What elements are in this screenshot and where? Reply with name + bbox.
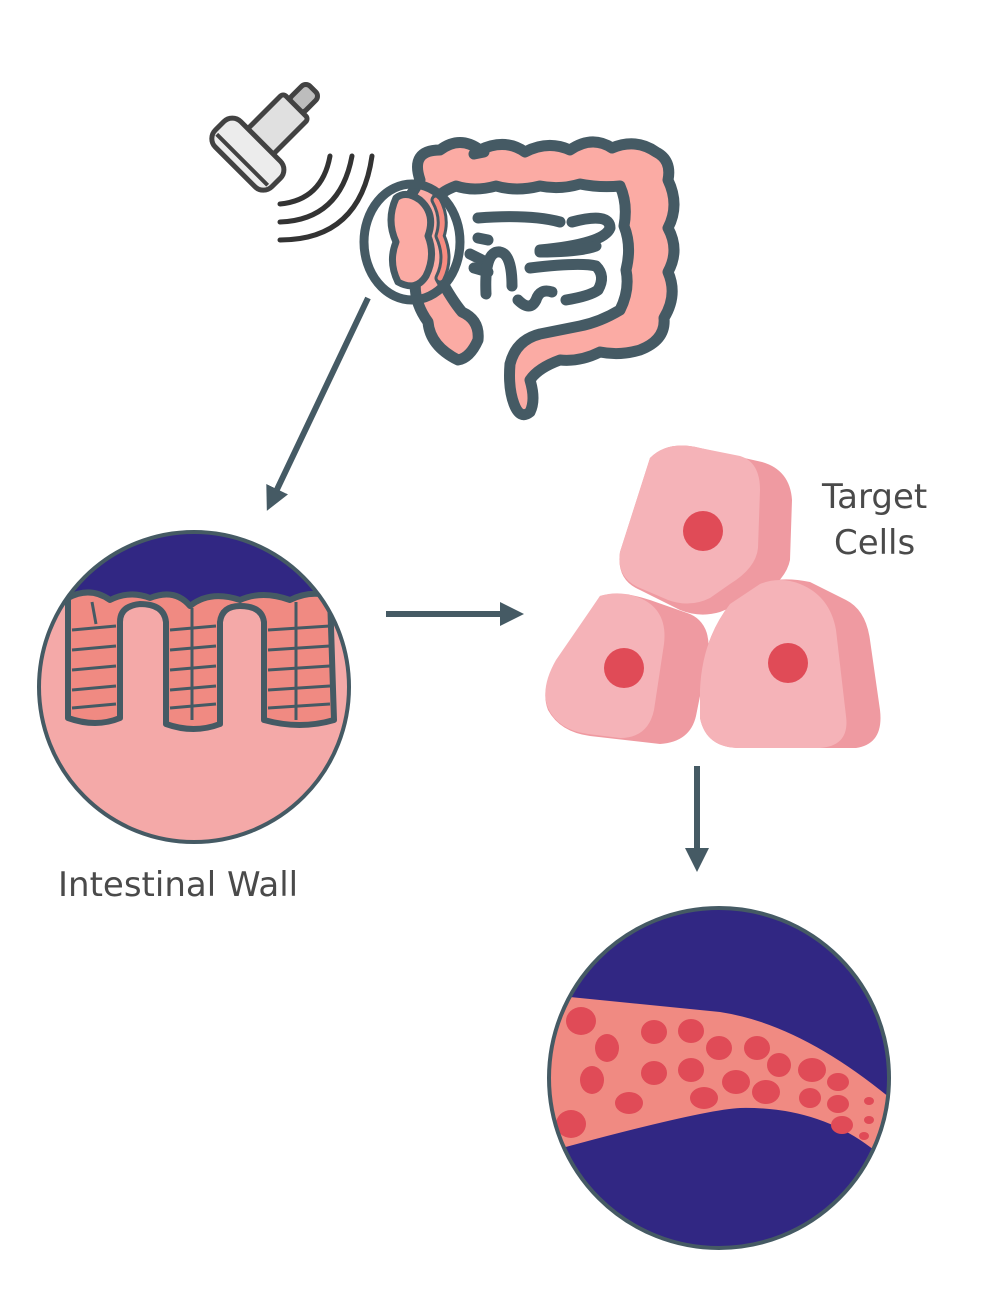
target-cells-icon	[545, 445, 881, 748]
target-cell-top	[619, 445, 792, 615]
nucleus	[768, 643, 808, 683]
arrow-intestine-to-wall	[266, 296, 371, 511]
target-cells-label: Target Cells	[822, 474, 927, 566]
sound-waves-icon	[277, 153, 375, 243]
nucleus	[604, 648, 644, 688]
intestine-icon	[359, 136, 680, 421]
blood-vessel-icon	[547, 906, 891, 1250]
target-cell-right	[700, 579, 881, 748]
target-cells-label-line1: Target	[822, 477, 928, 517]
intestinal-wall-icon	[37, 530, 351, 844]
target-cell-left	[545, 593, 709, 744]
target-cells-label-line2: Cells	[833, 523, 916, 563]
nucleus	[683, 511, 723, 551]
intestinal-wall-label: Intestinal Wall	[58, 865, 299, 905]
ultrasound-probe-icon	[209, 82, 375, 243]
